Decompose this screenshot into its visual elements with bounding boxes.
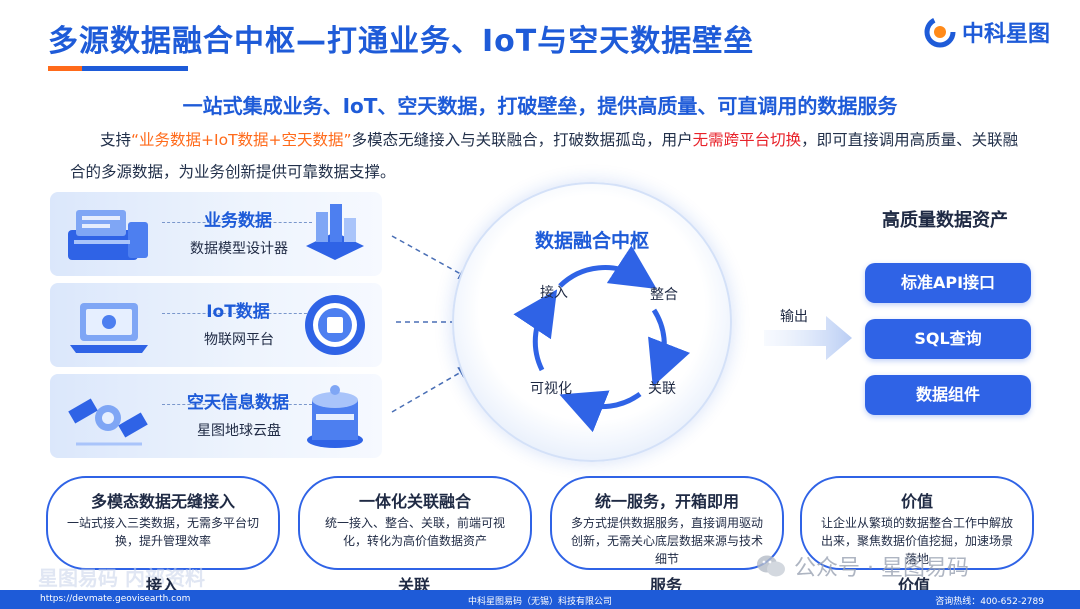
wechat-watermark: 公众号 · 星图易码 [756, 550, 969, 582]
feature-card-service: 统一服务，开箱即用 多方式提供数据服务，直接调用驱动创新，无需关心底层数据来源与… [550, 476, 784, 570]
feature-text: 多方式提供数据服务，直接调用驱动创新，无需关心底层数据来源与技术细节 [570, 516, 763, 566]
cloud-disk-icon [300, 380, 370, 452]
output-api-button[interactable]: 标准API接口 [865, 263, 1031, 303]
footer-url-link[interactable]: https://devmate.geovisearth.com [40, 594, 191, 604]
section-subtitle: 一站式集成业务、IoT、空天数据，打破壁垒，提供高质量、可直调用的数据服务 [182, 94, 898, 118]
output-component-button[interactable]: 数据组件 [865, 375, 1031, 415]
feature-title: 一体化关联融合 [358, 492, 471, 511]
footer-phone: 咨询热线：400-652-2789 [935, 597, 1044, 607]
source-name-business: 业务数据 [204, 211, 272, 231]
source-connector-line [162, 404, 312, 405]
desc-highlight-no-switch: 无需跨平台切换 [692, 131, 802, 149]
source-name-iot: IoT数据 [206, 302, 270, 322]
title-underline [48, 66, 188, 71]
output-sql-button[interactable]: SQL查询 [865, 319, 1031, 359]
logo-mark-icon [924, 16, 956, 48]
source-card-iot: IoT数据 物联网平台 [50, 283, 382, 367]
iot-chip-icon [300, 289, 370, 361]
source-sub-iot: 物联网平台 [204, 332, 274, 348]
footer-bar: https://devmate.geovisearth.com 中科星图易码（无… [0, 590, 1080, 609]
page-title: 多源数据融合中枢—打通业务、IoT与空天数据壁垒 [48, 24, 755, 59]
feature-title: 价值 [900, 492, 933, 511]
source-card-business: 业务数据 数据模型设计器 [50, 192, 382, 276]
feature-card-value: 价值 让企业从繁琐的数据整合工作中解放出来，聚焦数据价值挖掘，加速场景落地 [800, 476, 1034, 570]
hub-step-visualize: 可视化 [530, 381, 572, 397]
feature-card-associate: 一体化关联融合 统一接入、整合、关联，前端可视化，转化为高价值数据资产 [298, 476, 532, 570]
source-connector-line [162, 222, 312, 223]
desc-highlight-data-types: “业务数据+IoT数据+空天数据” [131, 131, 352, 149]
hub-step-integrate: 整合 [650, 287, 678, 303]
intro-description: 支持“业务数据+IoT数据+空天数据”多模态无缝接入与关联融合，打破数据孤岛，用… [70, 124, 1030, 188]
source-name-space: 空天信息数据 [187, 393, 289, 413]
source-sub-business: 数据模型设计器 [190, 241, 288, 257]
hub-step-ingest: 接入 [540, 285, 568, 301]
output-arrow-label: 输出 [780, 309, 808, 325]
title-underline-accent [48, 66, 82, 71]
output-title: 高质量数据资产 [882, 210, 1008, 231]
wechat-watermark-text: 公众号 · 星图易码 [794, 556, 969, 581]
source-card-space: 空天信息数据 星图地球云盘 [50, 374, 382, 458]
feature-text: 让企业从繁琐的数据整合工作中解放出来，聚焦数据价值挖掘，加速场景落地 [820, 516, 1013, 566]
laptop-icon [62, 291, 156, 359]
source-connector-line [162, 313, 312, 314]
source-sub-space: 星图地球云盘 [197, 423, 281, 439]
feature-text: 一站式接入三类数据，无需多平台切换，提升管理效率 [66, 516, 259, 548]
logo-text: 中科星图 [961, 22, 1050, 47]
footer-company: 中科星图易码（无锡）科技有限公司 [467, 597, 612, 607]
feature-text: 统一接入、整合、关联，前端可视化，转化为高价值数据资产 [324, 516, 505, 548]
feature-title: 统一服务，开箱即用 [594, 492, 739, 511]
satellite-icon [62, 382, 156, 450]
feature-card-ingest: 多模态数据无缝接入 一站式接入三类数据，无需多平台切换，提升管理效率 [46, 476, 280, 570]
server-stack-icon [62, 200, 156, 268]
feature-title: 多模态数据无缝接入 [90, 492, 235, 511]
hub-step-associate: 关联 [648, 381, 676, 397]
desc-text-2: 多模态无缝接入与关联融合，打破数据孤岛，用户 [351, 131, 693, 149]
wechat-icon [757, 555, 785, 577]
desc-text-1: 支持 [100, 131, 132, 149]
brand-logo: 中科星图 [924, 16, 1050, 48]
desc-text-3: ，即可直接调用高质量、关联融合的多源数据，为业务创新提供可靠数据支撑。 [70, 131, 1019, 181]
data-model-icon [300, 198, 370, 270]
watermark-text: 星图易码 内部资料 [38, 566, 205, 590]
